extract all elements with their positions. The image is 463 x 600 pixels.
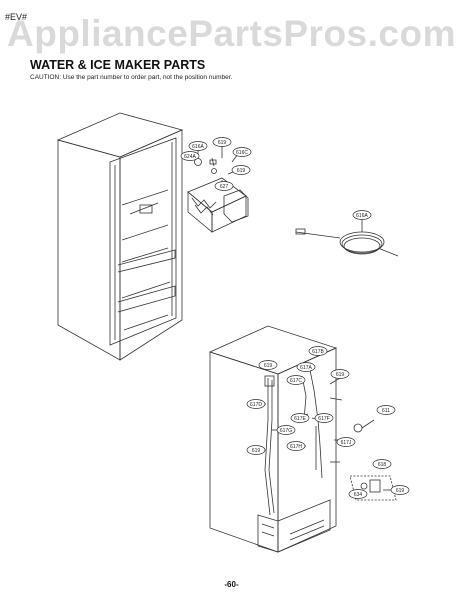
refrigerator-cabinet-rear (208, 325, 344, 553)
svg-text:616C: 616C (236, 150, 248, 156)
svg-text:624A: 624A (184, 154, 196, 160)
svg-text:619: 619 (396, 488, 405, 494)
callout-617e: 617E (290, 413, 310, 423)
callout-616a: 616A (352, 210, 372, 220)
water-supply-tube (295, 220, 399, 257)
callout-619: 619 (231, 165, 251, 175)
callout-617j: 617J (336, 437, 356, 447)
callout-619: 619 (246, 445, 266, 455)
svg-text:616A: 616A (356, 213, 368, 219)
callout-619: 619 (390, 485, 410, 495)
callout-619: 619 (330, 369, 350, 379)
callout-617b: 617B (308, 346, 328, 356)
page-number: -60- (224, 580, 239, 589)
callout-627: 627 (214, 181, 234, 191)
callout-616c: 616C (232, 147, 252, 157)
svg-text:618: 618 (378, 462, 387, 468)
callout-616a: 616A (188, 141, 208, 151)
callout-617d: 617D (246, 399, 266, 409)
svg-text:634: 634 (354, 492, 363, 498)
svg-text:617F: 617F (318, 416, 329, 422)
callout-617h: 617H (286, 441, 306, 451)
svg-text:617J: 617J (341, 440, 352, 446)
section-title: WATER & ICE MAKER PARTS (30, 58, 206, 72)
svg-text:617A: 617A (300, 365, 312, 371)
callout-617c: 617C (286, 375, 306, 385)
callout-619: 619 (212, 137, 232, 147)
callout-labels: 616A 619 616C 624A 619 627 616A 619 617B 617A 617C… (180, 137, 410, 499)
svg-text:617G: 617G (280, 428, 292, 434)
svg-text:619: 619 (264, 363, 273, 369)
callout-624a: 624A (180, 151, 200, 161)
callout-617f: 617F (314, 413, 334, 423)
refrigerator-cabinet-front (56, 112, 184, 361)
svg-text:619: 619 (237, 168, 246, 174)
callout-634: 634 (348, 489, 368, 499)
ice-maker-assembly (187, 146, 249, 233)
svg-text:617D: 617D (250, 402, 262, 408)
callout-618: 618 (372, 459, 392, 469)
svg-text:619: 619 (252, 448, 261, 454)
caution-note: CAUTION: Use the part number to order pa… (30, 74, 233, 81)
watermark: AppliancePartsPros.com (7, 13, 456, 54)
svg-text:611: 611 (382, 408, 390, 414)
svg-text:617C: 617C (290, 378, 302, 384)
svg-text:617H: 617H (290, 444, 302, 450)
callout-611: 611 (376, 405, 396, 415)
svg-text:616A: 616A (192, 144, 204, 150)
svg-text:617B: 617B (312, 349, 324, 355)
svg-text:619: 619 (218, 140, 227, 146)
water-valve-group (349, 419, 397, 501)
svg-text:627: 627 (220, 184, 229, 190)
corner-tag: #EV# (5, 12, 28, 22)
callout-617a: 617A (296, 362, 316, 372)
svg-text:619: 619 (336, 372, 345, 378)
callout-619: 619 (258, 360, 278, 370)
svg-text:617E: 617E (294, 416, 306, 422)
callout-617g: 617G (276, 425, 296, 435)
